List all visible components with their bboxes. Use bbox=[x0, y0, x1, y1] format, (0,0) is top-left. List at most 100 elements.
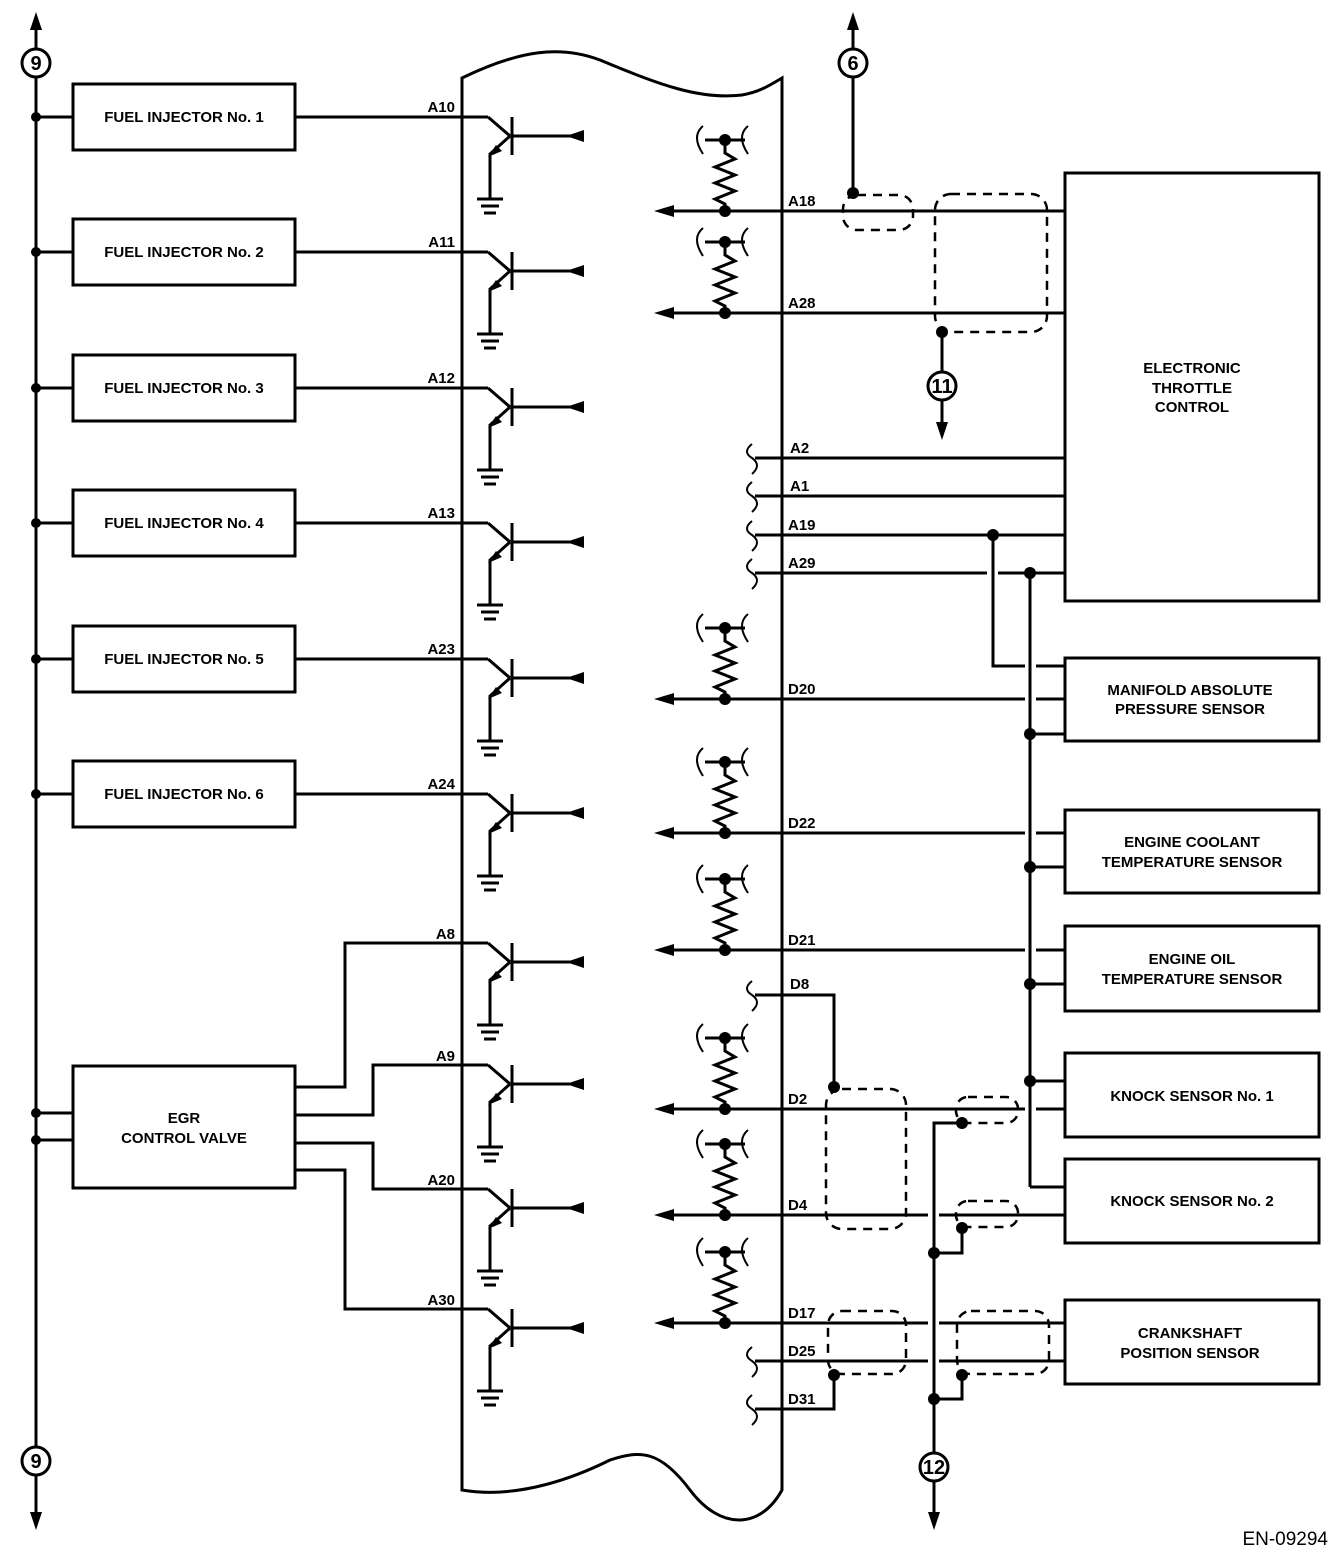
pin-label-d17: D17 bbox=[788, 1305, 816, 1322]
ks1-label: KNOCK SENSOR No. 1 bbox=[1110, 1088, 1273, 1105]
pin-label-d8: D8 bbox=[790, 976, 809, 993]
fuel-injector-label: FUEL INJECTOR No. 6 bbox=[104, 786, 263, 803]
crankshaft-sensor-box bbox=[1063, 1298, 1321, 1386]
shield-knock-2 bbox=[954, 1199, 1020, 1229]
pullup-resistor bbox=[654, 1129, 782, 1221]
wire-a19-to-map bbox=[991, 535, 1025, 668]
driver-transistor bbox=[462, 250, 584, 350]
pullup-resistor bbox=[654, 1023, 782, 1115]
resistor-icon bbox=[710, 140, 740, 211]
signal-arrow-icon bbox=[566, 265, 584, 277]
junction-dot bbox=[828, 1369, 840, 1381]
resistor-icon bbox=[710, 1252, 740, 1323]
ckp-label-line1: CRANKSHAFT bbox=[1138, 1325, 1242, 1342]
knock-sensor-1-box bbox=[1063, 1051, 1321, 1139]
signal-arrow-icon bbox=[566, 807, 584, 819]
input-arrow-icon bbox=[654, 1317, 674, 1329]
egr-label-line1: EGR bbox=[168, 1110, 201, 1127]
shield-knock-1 bbox=[954, 1095, 1020, 1125]
pin-label: A24 bbox=[427, 776, 455, 793]
input-arrow-icon bbox=[654, 1209, 674, 1221]
pin-label-d20: D20 bbox=[788, 681, 816, 698]
junction-dot bbox=[1024, 978, 1036, 990]
pullup-resistor bbox=[654, 864, 782, 956]
connector-12-label: 12 bbox=[923, 1457, 945, 1479]
input-arrow-icon bbox=[654, 693, 674, 705]
fuel-injector-label: FUEL INJECTOR No. 2 bbox=[104, 244, 263, 261]
shield-ground-drain bbox=[932, 1121, 962, 1525]
eot-label-line1: ENGINE OIL bbox=[1149, 951, 1236, 968]
eot-label-line2: TEMPERATURE SENSOR bbox=[1102, 971, 1283, 988]
ks2-label: KNOCK SENSOR No. 2 bbox=[1110, 1193, 1273, 1210]
connector-6 bbox=[837, 47, 869, 79]
shield-ckp-sensor-side bbox=[955, 1309, 1051, 1376]
map-label-line1: MANIFOLD ABSOLUTE bbox=[1107, 682, 1272, 699]
signal-arrow-icon bbox=[566, 1078, 584, 1090]
pin-label-d4: D4 bbox=[788, 1197, 808, 1214]
etc-label-line3: CONTROL bbox=[1155, 399, 1229, 416]
signal-arrow-icon bbox=[566, 956, 584, 968]
connector-12 bbox=[918, 1451, 950, 1483]
fuel-injector-label: FUEL INJECTOR No. 5 bbox=[104, 651, 263, 668]
egr-label-line2: CONTROL VALVE bbox=[121, 1130, 247, 1147]
driver-transistor bbox=[462, 1187, 584, 1287]
fuel-injector-2-box bbox=[71, 217, 297, 287]
pin-label-a19: A19 bbox=[788, 517, 816, 534]
pin-label-a29: A29 bbox=[788, 555, 816, 572]
fuel-injector-label: FUEL INJECTOR No. 3 bbox=[104, 380, 263, 397]
wire-break-icon bbox=[746, 481, 758, 513]
pin-label-a8: A8 bbox=[436, 926, 455, 943]
resistor-icon bbox=[710, 1144, 740, 1215]
wire-d31 bbox=[755, 1375, 836, 1411]
driver-transistor bbox=[462, 115, 584, 215]
pullup-resistor bbox=[654, 747, 782, 839]
egr-wire-a9 bbox=[295, 1063, 462, 1117]
junction-dot bbox=[1024, 728, 1036, 740]
driver-transistor bbox=[462, 521, 584, 621]
input-arrow-icon bbox=[654, 944, 674, 956]
signal-arrow-icon bbox=[566, 1322, 584, 1334]
map-label-line2: PRESSURE SENSOR bbox=[1115, 701, 1265, 718]
shield-a18 bbox=[841, 193, 915, 232]
figure-id: EN-09294 bbox=[1242, 1529, 1328, 1550]
ecm-outline bbox=[460, 50, 784, 1522]
shield-ground-link-ckp bbox=[934, 1375, 964, 1401]
pin-label: A12 bbox=[427, 370, 455, 387]
left-bus-down-arrow bbox=[30, 1512, 42, 1530]
shield-ckp-ecm-side bbox=[826, 1309, 908, 1376]
connector-9-top bbox=[20, 47, 52, 79]
resistor-icon bbox=[710, 242, 740, 313]
connector-6-up-arrow bbox=[847, 12, 859, 30]
junction-dot bbox=[31, 789, 41, 799]
junction-dot bbox=[1024, 861, 1036, 873]
junction-dot bbox=[1024, 1075, 1036, 1087]
input-arrow-icon bbox=[654, 827, 674, 839]
junction-dot bbox=[31, 1108, 41, 1118]
left-bus-up-arrow bbox=[30, 12, 42, 30]
ckp-label-line2: POSITION SENSOR bbox=[1120, 1345, 1259, 1362]
egr-wire-a30 bbox=[295, 1168, 462, 1311]
wire-break-icon bbox=[746, 1346, 758, 1378]
junction-dot bbox=[928, 1247, 940, 1259]
pullup-resistor bbox=[654, 1237, 782, 1329]
signal-arrow-icon bbox=[566, 1202, 584, 1214]
driver-transistor bbox=[462, 792, 584, 892]
shield-knock-ecm-side bbox=[824, 1087, 908, 1231]
driver-transistor bbox=[462, 1063, 584, 1163]
junction-dot bbox=[31, 383, 41, 393]
wire-d8 bbox=[755, 993, 836, 1087]
junction-dot bbox=[31, 654, 41, 664]
pin-label-a20: A20 bbox=[427, 1172, 455, 1189]
signal-arrow-icon bbox=[566, 130, 584, 142]
pin-label: A11 bbox=[428, 234, 455, 251]
egr-control-valve-box bbox=[71, 1064, 297, 1190]
wire-break-icon bbox=[746, 558, 758, 590]
pullup-resistor bbox=[654, 227, 782, 319]
wire-break-icon bbox=[746, 980, 758, 1012]
egr-wire-a20 bbox=[295, 1141, 462, 1191]
fuel-injector-3-box bbox=[71, 353, 297, 423]
pin-label-a9: A9 bbox=[436, 1048, 455, 1065]
resistor-icon bbox=[710, 879, 740, 950]
pullup-resistor bbox=[654, 613, 782, 705]
